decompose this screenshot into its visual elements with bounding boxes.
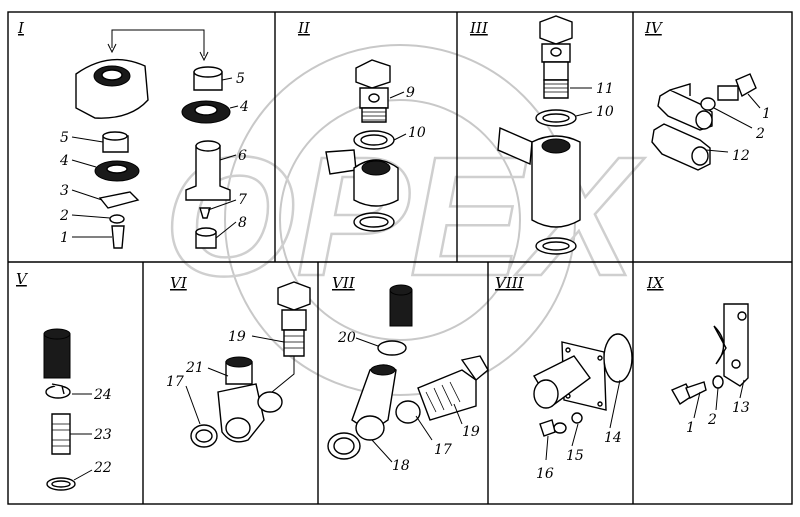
part-label-24: 24 bbox=[93, 387, 112, 403]
part-label-1: 1 bbox=[60, 230, 69, 246]
part-label-2-iv: 2 bbox=[755, 126, 765, 142]
panel-numeral-VIII: VIII bbox=[495, 274, 525, 292]
part-label-19-vii: 19 bbox=[462, 424, 480, 440]
leader-10b bbox=[575, 111, 593, 117]
part-label-8: 8 bbox=[238, 215, 247, 231]
part-label-19-vi: 19 bbox=[228, 329, 246, 345]
part-label-7: 7 bbox=[238, 192, 247, 208]
panel-numeral-VI: VI bbox=[170, 274, 188, 292]
panel-VIII-parts bbox=[533, 333, 633, 437]
leader-15 bbox=[571, 423, 579, 447]
part-label-9: 9 bbox=[406, 85, 415, 101]
panel-grid bbox=[7, 11, 793, 505]
panel-I-parts bbox=[75, 29, 231, 249]
panel-III-parts bbox=[497, 15, 581, 255]
panel-VII-parts bbox=[327, 284, 489, 460]
part-label-23: 23 bbox=[93, 427, 112, 443]
part-label-3: 3 bbox=[60, 183, 69, 199]
leader-14 bbox=[609, 379, 621, 429]
leader-1-iv bbox=[747, 93, 761, 109]
part-label-15: 15 bbox=[566, 448, 584, 464]
panel-IX-parts bbox=[671, 303, 749, 405]
part-label-2: 2 bbox=[59, 208, 69, 224]
part-label-13: 13 bbox=[732, 400, 750, 416]
part-label-10: 10 bbox=[408, 125, 426, 141]
panel-numeral-I: I bbox=[17, 19, 25, 37]
part-label-5-left: 5 bbox=[60, 130, 69, 146]
part-label-5: 5 bbox=[236, 71, 245, 87]
part-label-14: 14 bbox=[604, 430, 622, 446]
leader-16 bbox=[545, 435, 549, 461]
panel-II-parts bbox=[325, 59, 399, 232]
leader-18 bbox=[371, 439, 393, 463]
leader-19-vi bbox=[251, 335, 285, 343]
panel-numeral-V: V bbox=[16, 270, 29, 288]
panel-numeral-III: III bbox=[469, 19, 489, 37]
leader-22 bbox=[73, 469, 93, 481]
part-label-17-vi: 17 bbox=[166, 374, 184, 390]
panel-IV-parts bbox=[651, 73, 757, 171]
panel-numeral-IV: IV bbox=[644, 19, 664, 37]
part-label-21: 21 bbox=[185, 360, 204, 376]
leader-9 bbox=[389, 91, 405, 99]
panel-V-parts bbox=[43, 328, 76, 491]
part-label-17-vii: 17 bbox=[434, 442, 452, 458]
leader-19-vii bbox=[453, 403, 463, 425]
leader-13 bbox=[739, 379, 745, 399]
part-label-6: 6 bbox=[238, 148, 247, 164]
part-label-10b: 10 bbox=[596, 104, 614, 120]
leader-21 bbox=[207, 367, 229, 377]
leader-1-ix bbox=[693, 391, 701, 419]
part-label-20: 20 bbox=[337, 330, 356, 346]
part-label-11: 11 bbox=[596, 81, 614, 97]
leader-12 bbox=[705, 149, 729, 153]
panel-numeral-VII: VII bbox=[332, 274, 356, 292]
part-label-4: 4 bbox=[239, 99, 249, 115]
part-label-22: 22 bbox=[93, 460, 112, 476]
panel-numeral-IX: IX bbox=[646, 274, 665, 292]
leader-2-iv bbox=[713, 107, 753, 129]
leader-2-ix bbox=[715, 387, 719, 411]
panel-VI-parts bbox=[190, 281, 311, 448]
panel-numeral-II: II bbox=[297, 19, 311, 37]
part-label-18: 18 bbox=[392, 458, 410, 474]
part-label-12: 12 bbox=[732, 148, 750, 164]
part-label-2-ix: 2 bbox=[707, 412, 717, 428]
leader-10 bbox=[393, 133, 407, 141]
part-label-1-ix: 1 bbox=[686, 420, 695, 436]
leader-20 bbox=[355, 337, 379, 347]
leader-17-vi bbox=[185, 385, 201, 425]
part-label-1-iv: 1 bbox=[762, 106, 771, 122]
part-label-16: 16 bbox=[536, 466, 554, 482]
part-label-4-left: 4 bbox=[59, 153, 69, 169]
leader-17-vii bbox=[415, 415, 433, 441]
panel-I-leaders bbox=[71, 77, 239, 239]
